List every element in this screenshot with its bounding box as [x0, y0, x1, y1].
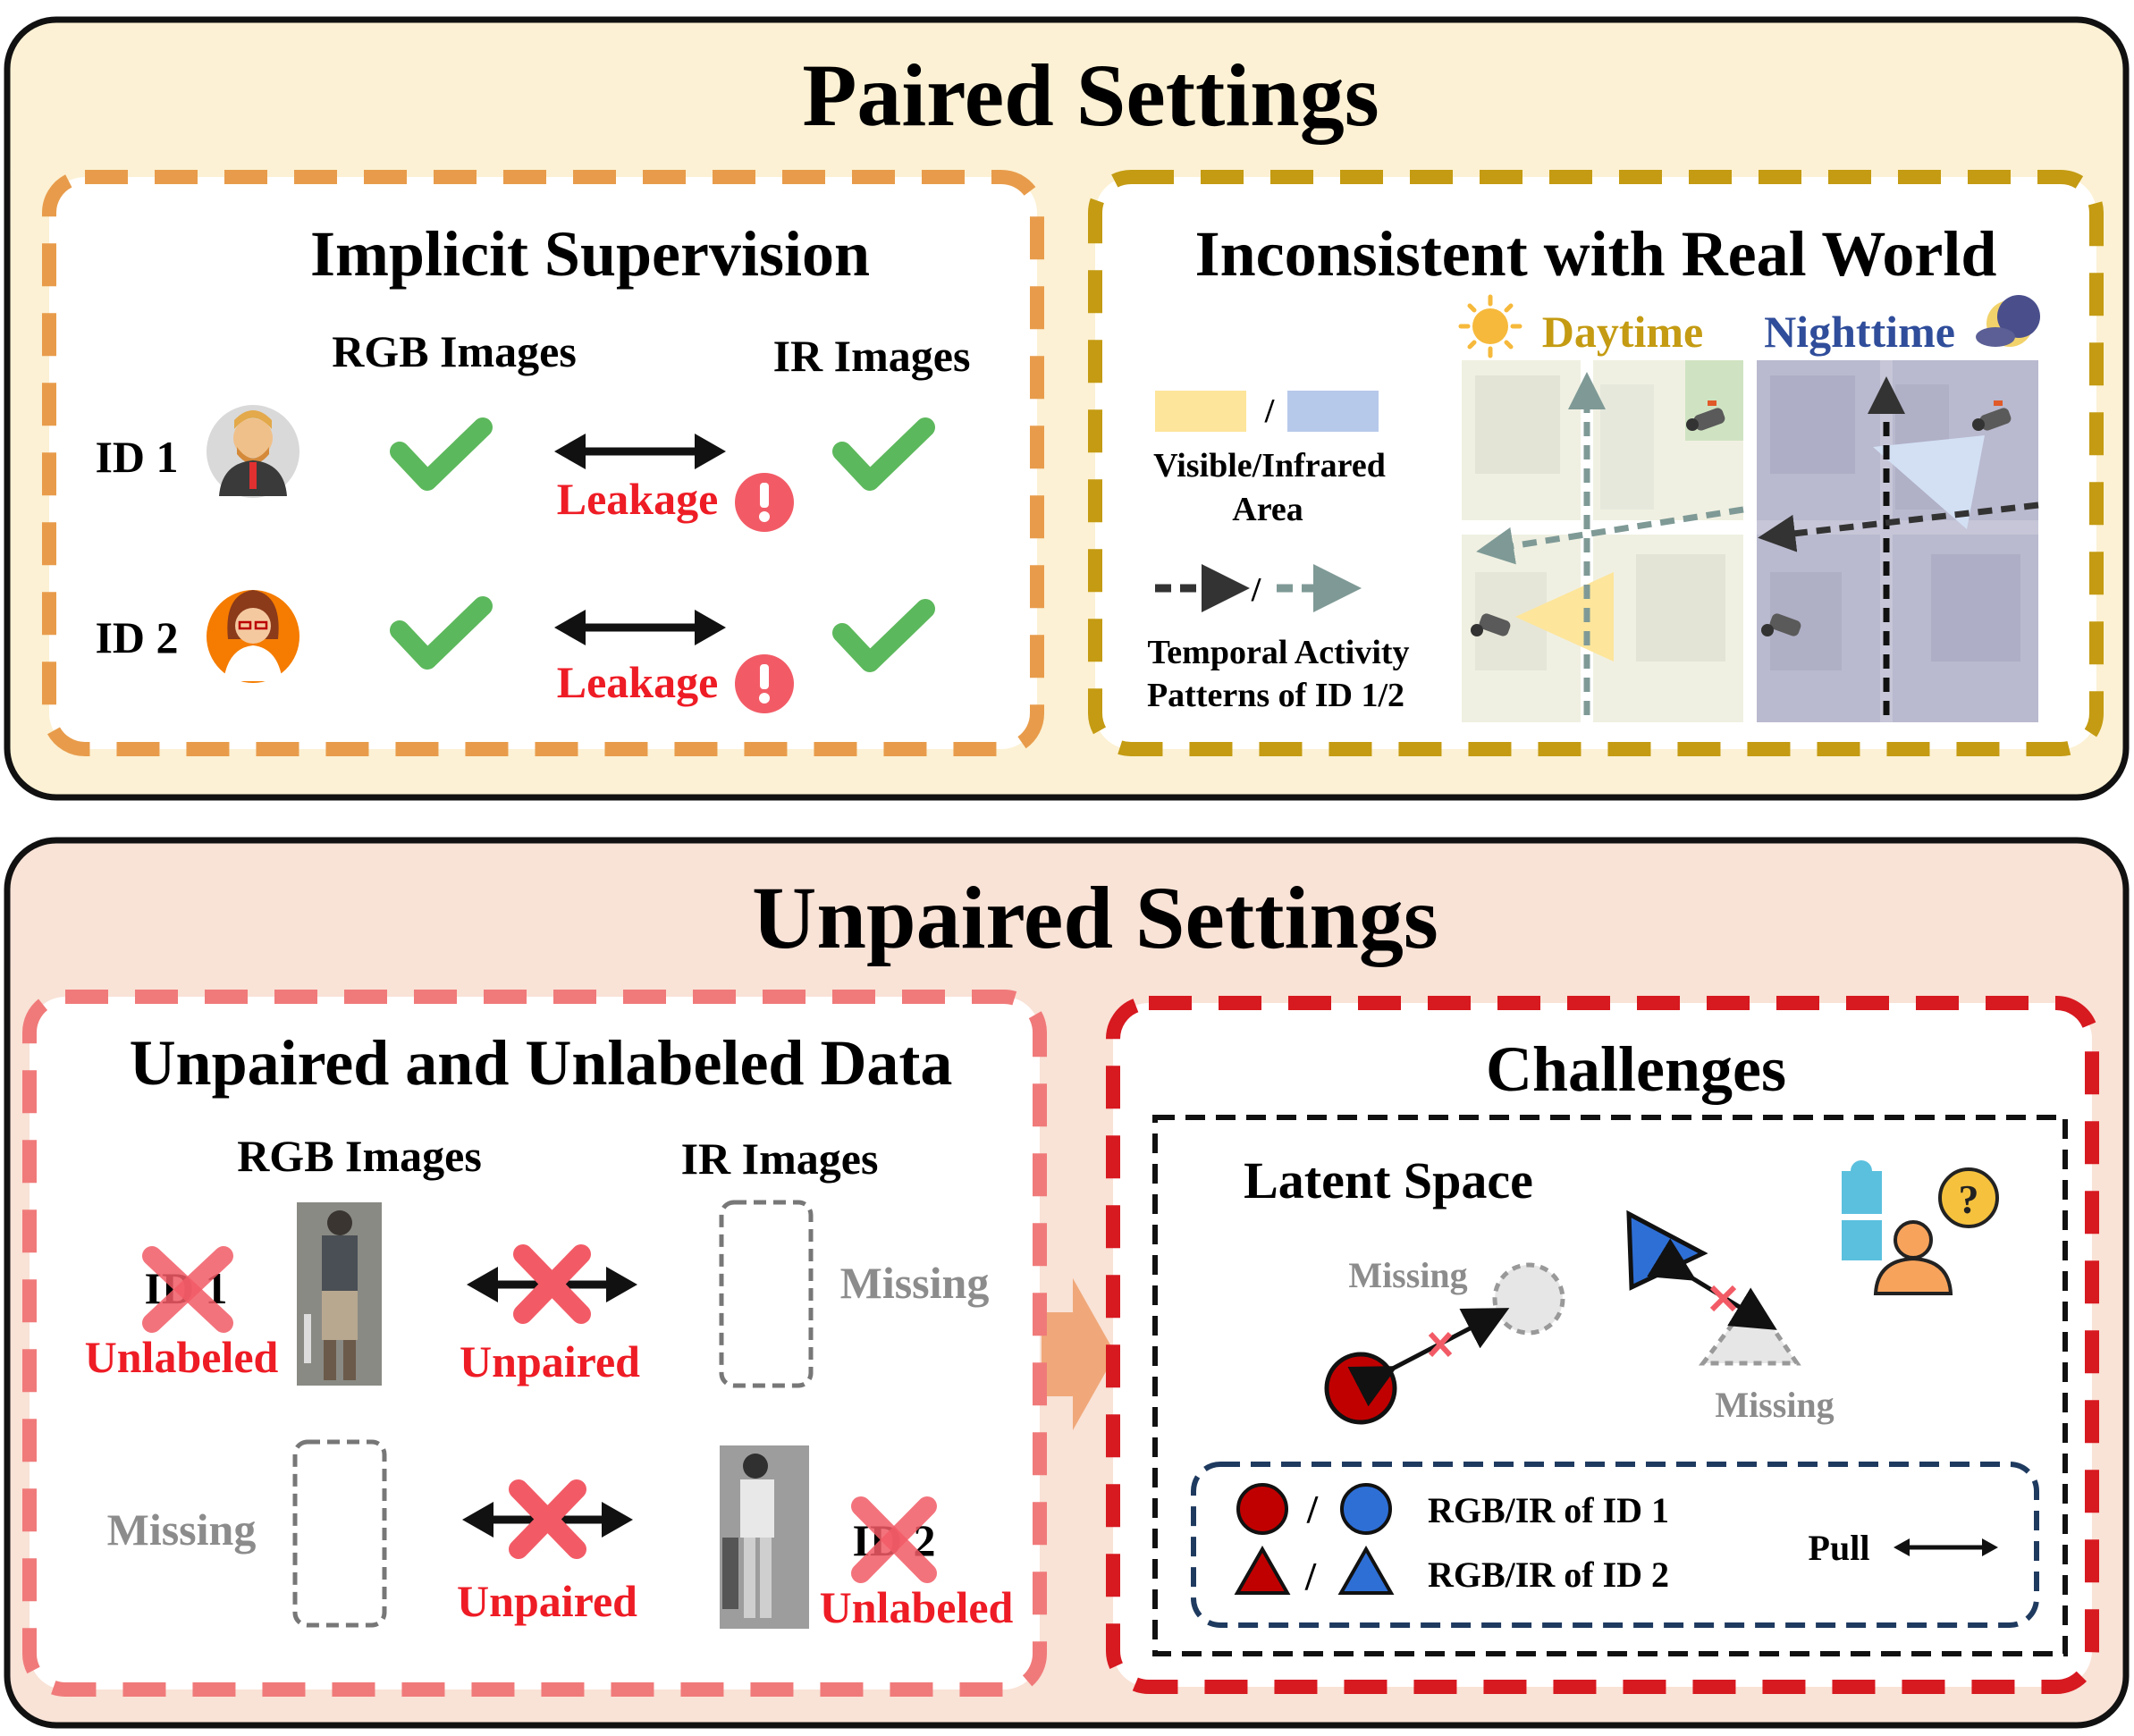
- slash: /: [1264, 392, 1275, 430]
- check-icon: [832, 417, 935, 491]
- missing-label: Missing: [840, 1258, 990, 1308]
- confused-person-icon: ?: [1842, 1160, 1999, 1295]
- id1-label: ID 1: [95, 432, 178, 482]
- warning-icon: [735, 473, 794, 532]
- rgb-person-image: [297, 1202, 382, 1386]
- rgb-images-label: RGB Images: [237, 1131, 482, 1181]
- legend-pull-label: Pull: [1809, 1528, 1870, 1568]
- missing-rgb-triangle: [1698, 1294, 1801, 1366]
- latent-space-label: Latent Space: [1244, 1151, 1533, 1209]
- challenges-title: Challenges: [1486, 1033, 1786, 1105]
- unpaired-label: Unpaired: [457, 1576, 637, 1626]
- rgb-id1-circle: [1324, 1352, 1397, 1425]
- pattern-legend-line1: Temporal Activity: [1147, 634, 1409, 671]
- infrared-area-swatch: [1287, 391, 1379, 432]
- slash: /: [1251, 571, 1261, 609]
- rgb-images-label: RGB Images: [332, 326, 577, 376]
- camera-icon: [1686, 400, 1725, 431]
- camera-icon: [1972, 400, 2012, 431]
- camera-icon: [1761, 613, 1801, 636]
- leakage-label: Leakage: [557, 474, 719, 524]
- real-world-box: Inconsistent with Real World Daytime Nig…: [1088, 170, 2104, 756]
- missing-label: Missing: [107, 1504, 257, 1555]
- check-icon: [390, 596, 493, 670]
- visible-area-swatch: [1155, 391, 1246, 432]
- slash: /: [1306, 1487, 1319, 1531]
- id2-avatar-icon: [207, 590, 299, 683]
- daytime-label: Daytime: [1542, 307, 1704, 357]
- legend-frame: [1191, 1462, 2039, 1628]
- challenges-box: Challenges Latent Space ? Missing: [1106, 996, 2099, 1694]
- svg-text:?: ?: [1959, 1176, 1979, 1222]
- missing-ir-circle: [1492, 1262, 1565, 1336]
- ir-images-label: IR Images: [681, 1133, 879, 1184]
- rgb-circle-legend: [1236, 1483, 1288, 1535]
- bidirectional-arrow-icon: [554, 434, 726, 469]
- cross-icon: [509, 1479, 586, 1559]
- cross-icon: [513, 1244, 591, 1324]
- legend-id2-label: RGB/IR of ID 2: [1428, 1555, 1669, 1595]
- id2-label: ID 2: [95, 612, 178, 662]
- ir-triangle-legend: [1337, 1545, 1395, 1595]
- unpaired-data-box: Unpaired and Unlabeled Data RGB Images I…: [22, 990, 1047, 1697]
- missing-label: Missing: [1348, 1255, 1467, 1295]
- unlabeled-label: Unlabeled: [820, 1582, 1014, 1632]
- slash: /: [1304, 1555, 1317, 1598]
- missing-label: Missing: [1715, 1385, 1834, 1425]
- cross-icon: [851, 1496, 937, 1583]
- check-icon: [832, 599, 935, 672]
- transition-arrow-icon: [1042, 1278, 1116, 1430]
- ir-person-image: [720, 1445, 809, 1629]
- sun-icon: [1458, 294, 1522, 358]
- implicit-supervision-box: Implicit Supervision RGB Images IR Image…: [42, 170, 1044, 756]
- camera-icon: [1471, 613, 1511, 636]
- ir-circle-legend: [1340, 1483, 1392, 1535]
- check-icon: [390, 417, 493, 491]
- missing-rgb-placeholder: [292, 1439, 387, 1628]
- implicit-supervision-title: Implicit Supervision: [310, 218, 870, 290]
- unlabeled-label: Unlabeled: [85, 1332, 279, 1382]
- red-x-mark-icon: [1709, 1285, 1737, 1312]
- pattern-legend-line2: Patterns of ID 1/2: [1147, 677, 1404, 714]
- latent-space-frame: [1152, 1115, 2068, 1656]
- cross-icon: [142, 1246, 233, 1333]
- unpaired-settings-title: Unpaired Settings: [752, 868, 1438, 967]
- leakage-label: Leakage: [557, 657, 719, 707]
- bidirectional-arrow-icon: [554, 610, 726, 645]
- unpaired-label: Unpaired: [460, 1336, 640, 1386]
- area-legend-line2: Area: [1232, 491, 1303, 528]
- paired-settings-title: Paired Settings: [802, 46, 1379, 145]
- legend-id1-label: RGB/IR of ID 1: [1428, 1490, 1669, 1530]
- warning-icon: [735, 654, 794, 713]
- id1-avatar-icon: [207, 405, 299, 498]
- real-world-title: Inconsistent with Real World: [1195, 218, 1997, 290]
- moon-icon: [1976, 295, 2040, 347]
- nighttime-label: Nighttime: [1764, 307, 1955, 357]
- missing-ir-placeholder: [719, 1200, 814, 1388]
- pull-legend-arrow-icon: [1894, 1538, 1998, 1556]
- ir-images-label: IR Images: [773, 331, 971, 381]
- red-x-mark-icon: [1428, 1331, 1453, 1358]
- area-legend-line1: Visible/Infrared: [1153, 447, 1386, 485]
- rgb-triangle-legend: [1234, 1545, 1291, 1595]
- unpaired-data-title: Unpaired and Unlabeled Data: [130, 1027, 953, 1099]
